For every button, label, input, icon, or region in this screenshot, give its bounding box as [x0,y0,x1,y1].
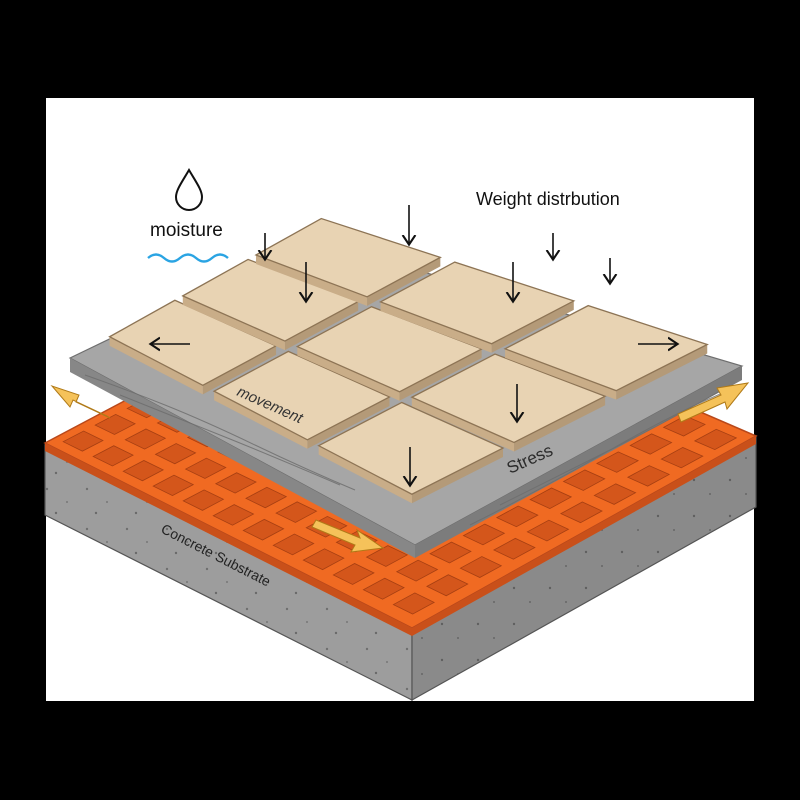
membrane-cell [596,451,640,473]
tile-edge [255,255,368,306]
membrane-edge-left [45,443,412,636]
membrane-cell [122,460,165,482]
tile-edge [307,396,390,449]
tile-edge [214,391,308,449]
membrane-cell [152,474,195,497]
membrane-cell [559,501,603,524]
membrane-cell [362,577,405,600]
tile-edge [182,295,285,351]
weight-distribution-label: Weight distrbution [476,189,620,209]
movement-arrow-icon [677,382,750,423]
membrane-cell [272,533,315,556]
membrane-cell [242,518,285,541]
tile-edge [109,336,203,395]
membrane-cell [392,592,436,615]
membrane-cell [693,428,738,451]
tile-edge [297,346,400,401]
moisture-label: moisture [150,220,223,241]
tile [254,217,442,298]
membrane-cell [275,501,318,523]
tile-edge [505,348,617,400]
tile-edge [202,345,277,395]
membrane-cell [62,430,104,452]
membrane-cell [660,447,704,469]
wave-icon [147,253,229,263]
membrane-cell [245,486,288,509]
force-arrows [152,205,676,484]
membrane-cell [92,445,134,467]
tile [378,261,576,345]
membrane-cell [184,457,227,479]
tile-edge [318,445,412,504]
water-drop-icon [174,168,204,211]
membrane-cell [365,545,409,567]
tile-edge [367,257,441,306]
mortar-texture [84,374,731,526]
membrane-cell [426,574,469,597]
tile-edge [411,448,503,504]
tile [503,304,709,392]
membrane-cell [662,415,706,437]
membrane-cell [593,483,637,505]
tile-edge [514,396,606,452]
tile-edge [491,300,574,353]
membrane-cell [154,443,197,465]
tile-edge [284,301,359,351]
membrane-cell [212,504,255,526]
membrane-edge-right [412,436,756,636]
membrane-cell [429,541,472,564]
tile-edge [399,348,482,401]
movement-arrows [50,382,750,553]
membrane-cell [629,433,673,455]
membrane-cell [459,556,503,578]
membrane-cell [124,428,167,450]
membrane-cell [493,537,536,560]
membrane-cell [462,523,506,546]
tile [317,401,505,495]
membrane-cell [395,559,439,582]
membrane-cell [302,548,345,571]
membrane-cell [495,505,539,528]
membrane-cell [562,469,606,491]
tile [410,353,607,444]
membrane-cell [214,472,257,494]
membrane-cell [182,489,225,511]
tile-edge [411,397,515,452]
mortar-edge-right [415,366,742,558]
membrane-cell [332,563,375,585]
membrane-cell [529,487,573,510]
moisture-indicator [147,168,229,263]
tile [212,350,392,441]
tile-edge [380,301,492,353]
membrane-cell [526,519,570,542]
mortar-edge-left [70,358,415,558]
movement-arrow-icon [311,519,385,553]
tile-edge [616,344,708,400]
movement-arrow-icon [50,384,111,419]
tile-grid [108,217,709,504]
membrane-cell [626,465,671,487]
